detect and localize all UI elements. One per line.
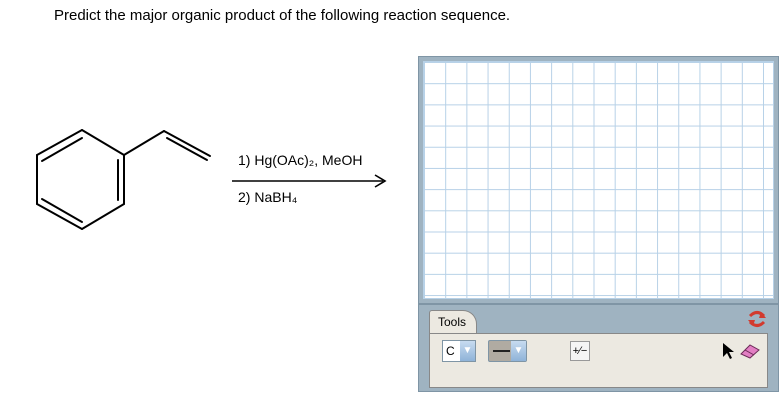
drawing-canvas[interactable] [423, 61, 774, 299]
reagent-step-1: 1) Hg(OAc)₂, MeOH [238, 152, 363, 168]
bond-select[interactable]: ▼ [488, 340, 527, 362]
eraser-icon[interactable] [739, 343, 761, 359]
charge-button[interactable]: +⁄− [570, 341, 590, 361]
tools-panel: Tools C ▼ ▼ +⁄− [418, 304, 779, 392]
element-select[interactable]: C ▼ [442, 340, 476, 362]
reaction-arrow [232, 174, 387, 188]
drawing-widget [418, 56, 779, 304]
tools-tab[interactable]: Tools [429, 310, 478, 334]
pointer-icon[interactable] [721, 342, 737, 360]
reactant-structure [36, 129, 211, 230]
tools-area: C ▼ ▼ +⁄− [429, 333, 768, 388]
question-text: Predict the major organic product of the… [54, 7, 511, 24]
reagent-step-2: 2) NaBH₄ [238, 189, 298, 205]
swap-icon[interactable] [746, 308, 768, 330]
chevron-down-icon[interactable]: ▼ [511, 341, 526, 361]
chevron-down-icon[interactable]: ▼ [460, 341, 475, 361]
single-bond-icon [493, 350, 510, 352]
element-value: C [446, 344, 455, 358]
